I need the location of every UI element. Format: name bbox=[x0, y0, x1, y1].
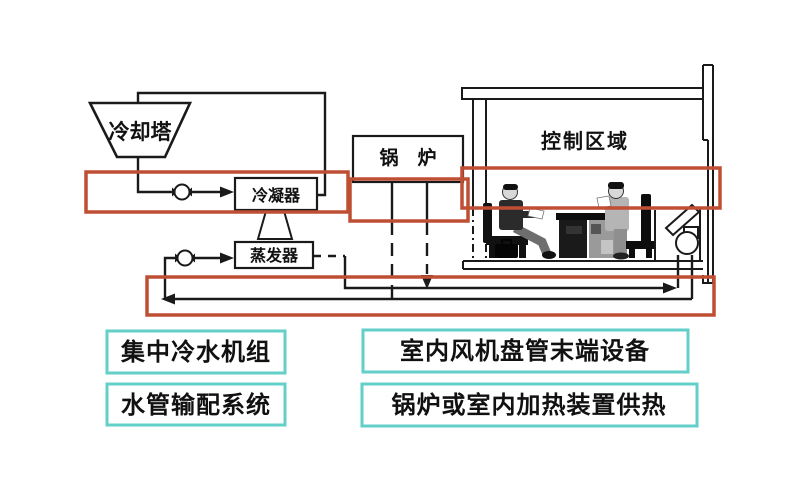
pump-icon bbox=[175, 249, 195, 267]
person2-hair bbox=[608, 182, 624, 189]
control-zone-room: 控制区域 bbox=[461, 64, 714, 284]
pump1-body bbox=[173, 183, 191, 201]
desk-top bbox=[556, 213, 616, 220]
caption-pipe-distribution: 水管输配系统 bbox=[121, 391, 271, 419]
chair-seat bbox=[626, 241, 654, 249]
chair-back bbox=[483, 203, 492, 243]
cooling-tower-label: 冷却塔 bbox=[109, 120, 173, 144]
condenser-outline bbox=[233, 176, 319, 212]
person1-legs bbox=[512, 224, 552, 256]
control-zone-label: 控制区域 bbox=[541, 129, 629, 153]
boiler-pipes bbox=[390, 182, 429, 298]
person1-hair bbox=[503, 184, 518, 190]
highlight-box-distribution-pipes bbox=[145, 275, 716, 317]
caption-fan-coil-terminal: 室内风机盘管末端设备 bbox=[400, 337, 650, 365]
caption-boiler-heating: 锅炉或室内加热装置供热 bbox=[392, 391, 667, 419]
cooling-tower-shape bbox=[87, 101, 193, 159]
floor-slab bbox=[462, 260, 703, 270]
condenser-water-loop-pipes bbox=[136, 91, 327, 197]
person1-paper bbox=[527, 207, 545, 220]
fan-coil-unit bbox=[654, 203, 701, 261]
chair-back bbox=[641, 194, 651, 244]
caption-box-fan-coil-terminal bbox=[361, 328, 690, 374]
desk-drawer bbox=[591, 224, 601, 234]
briefcase-body bbox=[495, 244, 518, 258]
chair-leg bbox=[489, 245, 496, 258]
caption-box-pipe-distribution bbox=[105, 382, 287, 427]
roof-slab bbox=[461, 87, 704, 100]
diagonal-duct bbox=[664, 203, 701, 237]
left-wall bbox=[472, 99, 487, 261]
caption-boxes: 集中冷水机组 水管输配系统 室内风机盘管末端设备 锅炉或室内加热装置供热 bbox=[105, 328, 699, 428]
person2-legs bbox=[614, 229, 627, 255]
boiler-box: 锅 炉 bbox=[351, 134, 465, 184]
highlight-box-chiller-unit bbox=[84, 170, 350, 214]
desk-left-pedestal bbox=[559, 220, 587, 258]
chilled-water-loop-pipes bbox=[163, 254, 694, 301]
refrigerant-connector-shape bbox=[256, 210, 294, 240]
highlight-box-boiler bbox=[348, 177, 470, 223]
condenser-label: 冷凝器 bbox=[252, 186, 301, 205]
right-chair bbox=[626, 194, 654, 258]
flow-arrow-icon bbox=[161, 293, 175, 305]
evaporator-box: 蒸发器 bbox=[233, 240, 315, 270]
pump2-suction-riser bbox=[163, 256, 177, 299]
boiler-label: 锅 炉 bbox=[379, 146, 436, 169]
briefcase bbox=[495, 239, 518, 258]
caption-box-boiler-heating bbox=[360, 382, 699, 428]
chair-leg bbox=[629, 249, 635, 258]
evaporator-outline bbox=[233, 240, 315, 270]
briefcase-handle bbox=[501, 239, 512, 244]
pump-icon bbox=[172, 183, 192, 201]
person2-shoe bbox=[613, 252, 629, 260]
cooling-tower: 冷却塔 bbox=[87, 101, 193, 159]
condenser-box: 冷凝器 bbox=[233, 176, 319, 212]
person-seated-right bbox=[596, 182, 629, 260]
chair-leg bbox=[519, 245, 526, 258]
highlight-box-control-zone bbox=[460, 166, 722, 210]
pump2-body bbox=[176, 249, 194, 267]
occupants-scene bbox=[483, 182, 654, 260]
desk-drawer bbox=[566, 226, 582, 234]
supply-pipe bbox=[343, 256, 663, 290]
person1-shoe bbox=[542, 251, 556, 259]
right-wall bbox=[702, 64, 714, 284]
highlight-boxes bbox=[84, 166, 722, 317]
boiler-outline bbox=[351, 134, 465, 184]
flow-arrow-icon bbox=[220, 252, 234, 264]
tower-return-pipe bbox=[136, 157, 174, 194]
desk-drawer bbox=[601, 240, 613, 254]
fan-icon bbox=[675, 231, 699, 255]
chair-leg bbox=[646, 249, 652, 258]
flow-arrow-icon bbox=[220, 186, 234, 198]
tower-supply-pipe bbox=[136, 91, 327, 197]
person2-paper bbox=[596, 195, 612, 209]
evaporator-label: 蒸发器 bbox=[250, 246, 299, 265]
caption-box-chiller-unit bbox=[105, 329, 287, 375]
flow-arrow-icon bbox=[663, 282, 677, 294]
person1-torso bbox=[499, 200, 523, 230]
caption-chiller-unit: 集中冷水机组 bbox=[120, 338, 271, 366]
